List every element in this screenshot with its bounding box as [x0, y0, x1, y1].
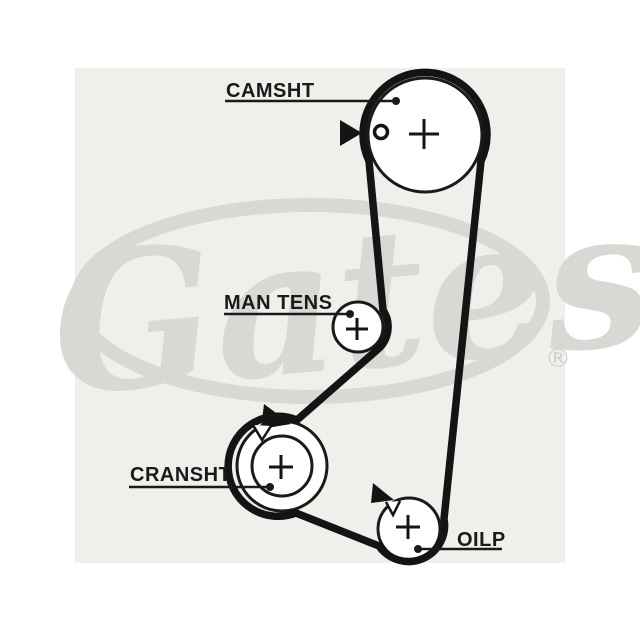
- crankshaft-triangle-mark-icon: [261, 404, 291, 429]
- tensioner-callout: MAN TENS: [224, 292, 354, 318]
- camshaft-leader-dot: [392, 97, 400, 105]
- camshaft-label: CAMSHT: [226, 80, 315, 102]
- tensioner-center-cross-icon: [346, 318, 368, 340]
- camshaft-center-cross-icon: [409, 119, 439, 149]
- watermark-oval-ring: [70, 198, 550, 404]
- watermark-brand-text: Gates: [43, 164, 640, 439]
- tensioner-leader-dot: [346, 310, 354, 318]
- pulley-center-crosses: [269, 119, 439, 539]
- crankshaft-leader-dot: [266, 483, 274, 491]
- timing-belt-path: [224, 68, 491, 566]
- oil-pump-leader-dot: [414, 545, 422, 553]
- oil-pump-triangle-mark-icon: [371, 483, 394, 503]
- gates-watermark: Gates ®: [43, 164, 640, 439]
- camshaft-triangle-mark-icon: [340, 120, 362, 146]
- oil-pump-center-cross-icon: [396, 515, 420, 539]
- registered-trademark-icon: ®: [545, 344, 571, 374]
- crankshaft-callout: CRANSHT: [129, 464, 274, 491]
- oil-pump-callout: OILP: [414, 529, 506, 553]
- crankshaft-notch-mark-icon: [251, 424, 273, 443]
- callouts: CAMSHT MAN TENS CRANSHT OILP: [129, 80, 506, 553]
- timing-marks: [251, 120, 402, 518]
- oil-pump-notch-mark-icon: [384, 500, 402, 518]
- crankshaft-center-cross-icon: [269, 455, 293, 479]
- oil-pump-label: OILP: [457, 529, 506, 551]
- crankshaft-label: CRANSHT: [130, 464, 231, 486]
- camshaft-ring-mark-icon: [372, 123, 390, 141]
- camshaft-callout: CAMSHT: [225, 80, 400, 105]
- tensioner-label: MAN TENS: [224, 292, 332, 314]
